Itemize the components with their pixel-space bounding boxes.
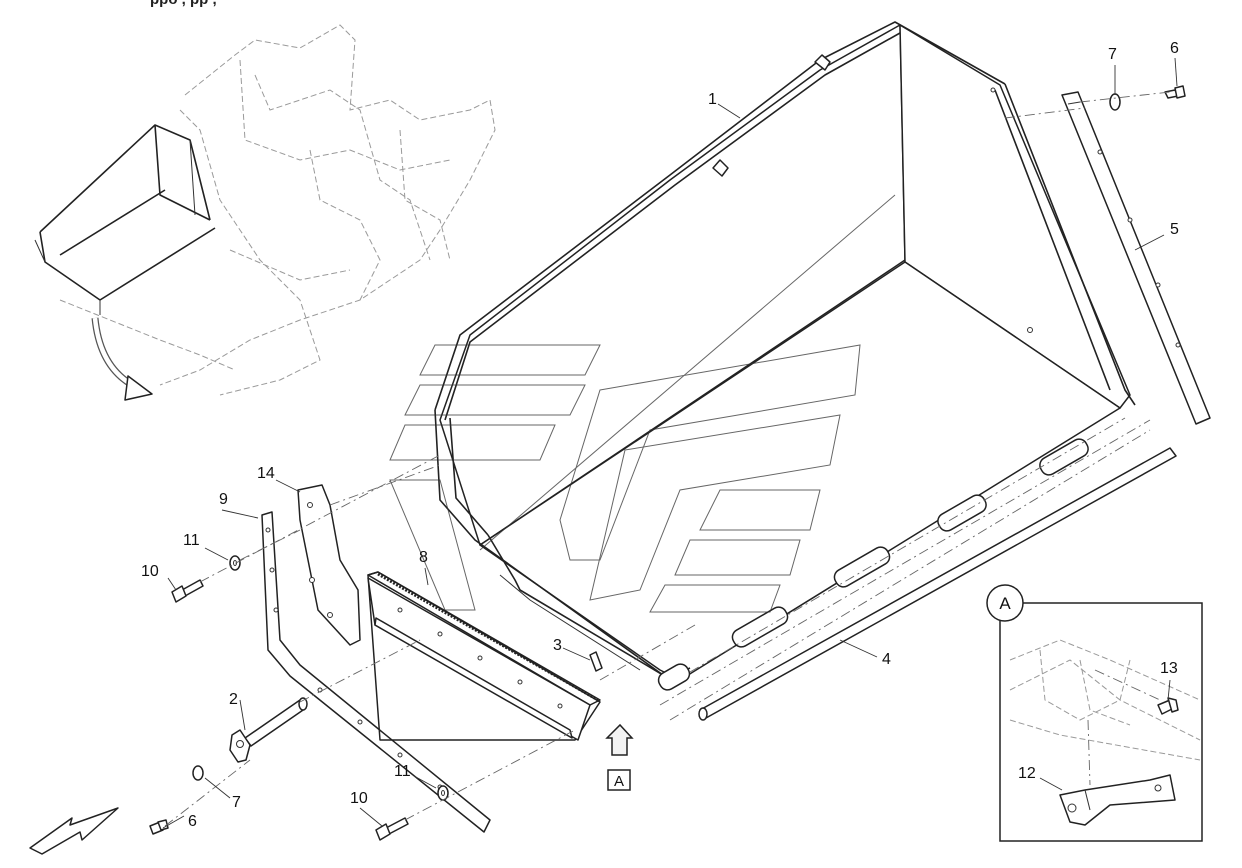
detail-view-a-label: A [999,594,1011,613]
leader-lines [162,57,1178,829]
screw-6-bottom [149,819,169,835]
callout-14: 14 [257,465,275,482]
part-5-side-strip [1004,91,1211,425]
part-9-bracket [261,511,491,833]
callout-4: 4 [882,651,891,668]
callout-8: 8 [419,549,428,566]
detail-view-a: A [986,584,1203,842]
watermark-logo [389,194,896,613]
view-marker-box-label: A [614,773,624,790]
up-arrow-icon [605,723,634,756]
washer-7-bottom [192,765,204,781]
callout-11-left: 11 [183,532,200,549]
callout-labels: 1 2 3 4 5 6 6 7 7 8 9 10 10 11 11 12 13 … [141,40,1179,830]
bolt-10-left [171,579,204,603]
part-3-pin [589,651,603,672]
part-8-blade [367,571,601,741]
washer-7-top [1109,93,1121,111]
callout-10-left: 10 [141,563,159,580]
callout-12: 12 [1018,765,1036,782]
callout-13: 13 [1160,660,1178,677]
washer-11-left [229,555,241,571]
callout-5: 5 [1170,221,1179,238]
part-14-plate [297,484,361,646]
bolt-10-right [375,817,409,841]
callout-2: 2 [229,691,238,708]
part-4-rod [698,447,1177,721]
direction-arrow-icon [29,807,119,855]
callout-7-top: 7 [1108,46,1117,63]
callout-11-right: 11 [394,763,411,780]
callout-7-bottom: 7 [232,794,241,811]
callout-6-bottom: 6 [188,813,197,830]
callout-3: 3 [553,637,562,654]
callout-9: 9 [219,491,228,508]
header-fragment: ppo , pp , [150,0,217,8]
curved-arrow-icon [91,317,153,401]
view-marker-box: A [607,769,631,791]
part-2-hinge-pin [229,697,308,763]
callout-6-top: 6 [1170,40,1179,57]
callout-1: 1 [708,91,717,108]
vehicle-context-view [34,24,496,396]
callout-10-right: 10 [350,790,368,807]
